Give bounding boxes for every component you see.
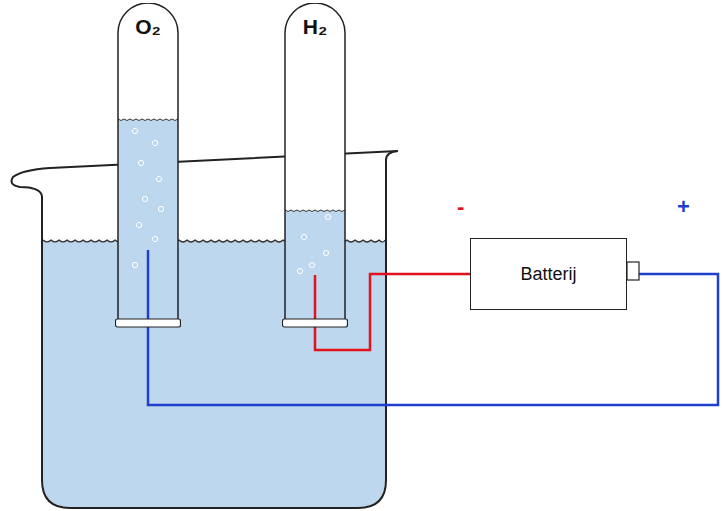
gas-bubble bbox=[138, 160, 143, 165]
gas-label: H₂ bbox=[303, 15, 328, 39]
gas-label: O₂ bbox=[135, 15, 161, 39]
electrode bbox=[147, 250, 150, 319]
tube-outline bbox=[282, 3, 348, 329]
gas-bubble bbox=[142, 196, 147, 201]
gas-bubble bbox=[325, 214, 330, 219]
tube-gas bbox=[118, 3, 178, 319]
gas-bubble bbox=[132, 128, 137, 133]
gas-bubble bbox=[323, 250, 328, 255]
tube-rim bbox=[283, 319, 348, 327]
electrode bbox=[314, 275, 317, 319]
tube-outline bbox=[115, 3, 181, 329]
tube-glass bbox=[285, 3, 345, 319]
tube-water-surface bbox=[285, 210, 345, 212]
wire bbox=[148, 274, 718, 405]
tube-rim bbox=[116, 319, 181, 327]
test-tube: H₂ bbox=[282, 3, 348, 329]
gas-bubble bbox=[156, 176, 161, 181]
gas-bubble bbox=[158, 206, 163, 211]
tube-water bbox=[285, 210, 345, 319]
test-tube: O₂ bbox=[115, 3, 181, 329]
gas-bubble bbox=[136, 222, 141, 227]
tube-water-surface bbox=[118, 119, 178, 121]
battery-box: Batterij bbox=[470, 238, 627, 310]
tube-gas bbox=[285, 3, 345, 319]
plus-sign: + bbox=[677, 194, 690, 220]
gas-bubble bbox=[152, 140, 157, 145]
battery-terminal bbox=[627, 262, 639, 280]
battery-label: Batterij bbox=[520, 264, 576, 285]
gas-bubble bbox=[297, 268, 302, 273]
gas-bubble bbox=[152, 236, 157, 241]
gas-bubble bbox=[132, 262, 137, 267]
gas-bubble bbox=[301, 234, 306, 239]
minus-sign: - bbox=[457, 194, 464, 220]
gas-bubble bbox=[309, 262, 314, 267]
tube-glass bbox=[118, 3, 178, 319]
tube-water bbox=[118, 119, 178, 319]
